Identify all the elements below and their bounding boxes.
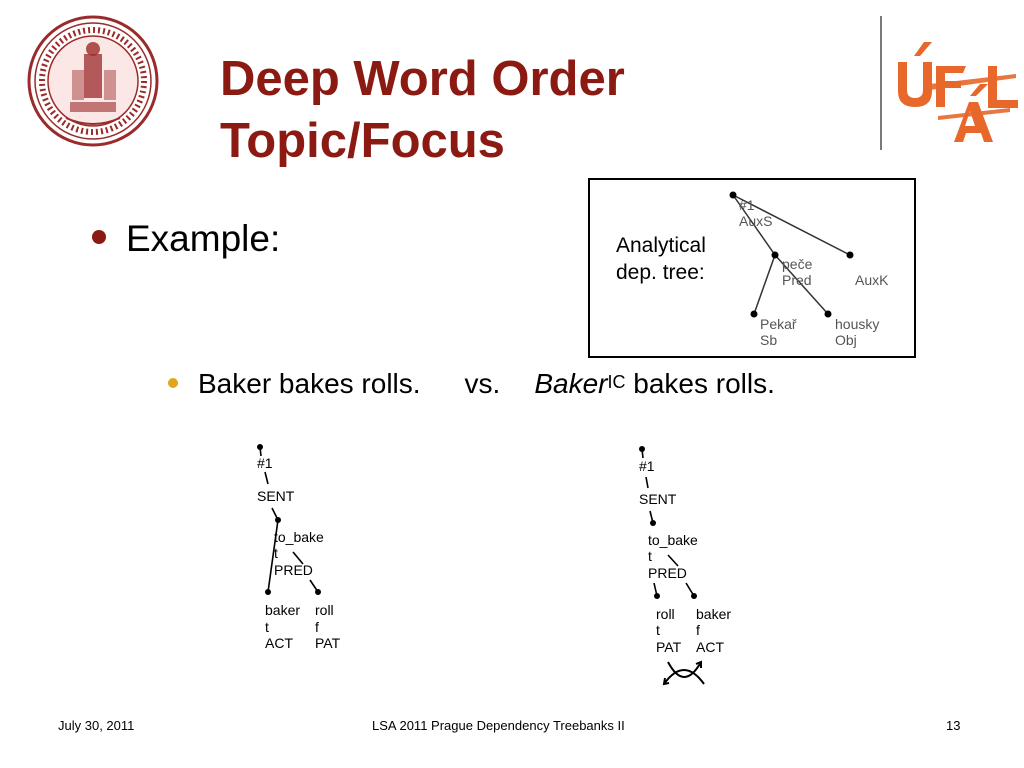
- tl-n2-3: PAT: [315, 635, 341, 651]
- tree-right: #1 SENT to_bake t PRED roll t PAT baker …: [639, 446, 731, 686]
- analytical-tree-label: Analytical dep. tree:: [616, 232, 706, 286]
- tl-pred-1: to_bake: [274, 529, 324, 545]
- tr-n2-3: ACT: [696, 639, 724, 655]
- tr-root-1: #1: [639, 458, 655, 474]
- a-auxk: AuxK: [855, 272, 889, 288]
- bullet-example: Example:: [92, 214, 280, 264]
- analytical-label-line-2: dep. tree:: [616, 261, 705, 284]
- tl-pred-3: PRED: [274, 562, 313, 578]
- tr-pred-2: t: [648, 548, 652, 564]
- footer-page-number: 13: [946, 718, 961, 733]
- tr-n1-2: t: [656, 622, 660, 638]
- sentence-2-rest: bakes rolls.: [625, 368, 775, 399]
- tr-n2-2: f: [696, 622, 700, 638]
- sentence-2-superscript: IC: [607, 372, 626, 392]
- logo-divider: [880, 16, 882, 150]
- a-root-2: AuxS: [739, 213, 772, 229]
- bullet-sentences: Baker bakes rolls. vs. BakerIC bakes rolls…: [168, 364, 775, 404]
- swap-arrows-icon: [662, 660, 705, 686]
- analytical-label-line-1: Analytical: [616, 234, 706, 257]
- a-sb-2: Sb: [760, 332, 777, 348]
- footer-title: LSA 2011 Prague Dependency Treebanks II: [372, 718, 625, 733]
- a-pred-2: Pred: [782, 272, 812, 288]
- tl-n1-1: baker: [265, 602, 300, 618]
- tl-n1-3: ACT: [265, 635, 293, 651]
- tl-n2-2: f: [315, 619, 319, 635]
- sentence-1: Baker bakes rolls.: [198, 368, 421, 399]
- tr-pred-3: PRED: [648, 565, 687, 581]
- ufal-logo-icon: [898, 42, 1018, 142]
- tr-n1-3: PAT: [656, 639, 682, 655]
- tr-n2-1: baker: [696, 606, 731, 622]
- analytical-tree-box: [588, 178, 916, 358]
- bullet-dot-icon: [92, 230, 106, 245]
- a-obj-2: Obj: [835, 332, 857, 348]
- tl-pred-2: t: [274, 545, 278, 561]
- tl-root-1: #1: [257, 455, 273, 471]
- title-line-2: Topic/Focus: [220, 114, 505, 168]
- a-pred-1: peče: [782, 256, 813, 272]
- title-line-1: Deep Word Order: [220, 52, 625, 106]
- sub-bullet-dot-icon: [168, 377, 178, 388]
- tr-root-2: SENT: [639, 491, 677, 507]
- slide-title: Deep Word Order Topic/Focus: [220, 48, 625, 172]
- analytical-tree: #1 AuxS peče Pred AuxK Pekař Sb housky O…: [729, 191, 889, 348]
- footer-date: July 30, 2011: [58, 718, 135, 733]
- sentence-2-focus-word: Baker: [534, 368, 608, 399]
- a-obj-1: housky: [835, 316, 879, 332]
- a-root-1: #1: [739, 197, 755, 213]
- a-sb-1: Pekař: [760, 316, 797, 332]
- vs-text: vs.: [464, 368, 501, 399]
- tl-n1-2: t: [265, 619, 269, 635]
- university-seal-icon: [27, 15, 159, 147]
- tl-n2-1: roll: [315, 602, 334, 618]
- tr-n1-1: roll: [656, 606, 675, 622]
- tree-left: #1 SENT to_bake t PRED baker t ACT roll …: [257, 444, 341, 651]
- tl-root-2: SENT: [257, 488, 295, 504]
- tr-pred-1: to_bake: [648, 532, 698, 548]
- bullet-example-text: Example:: [126, 218, 281, 259]
